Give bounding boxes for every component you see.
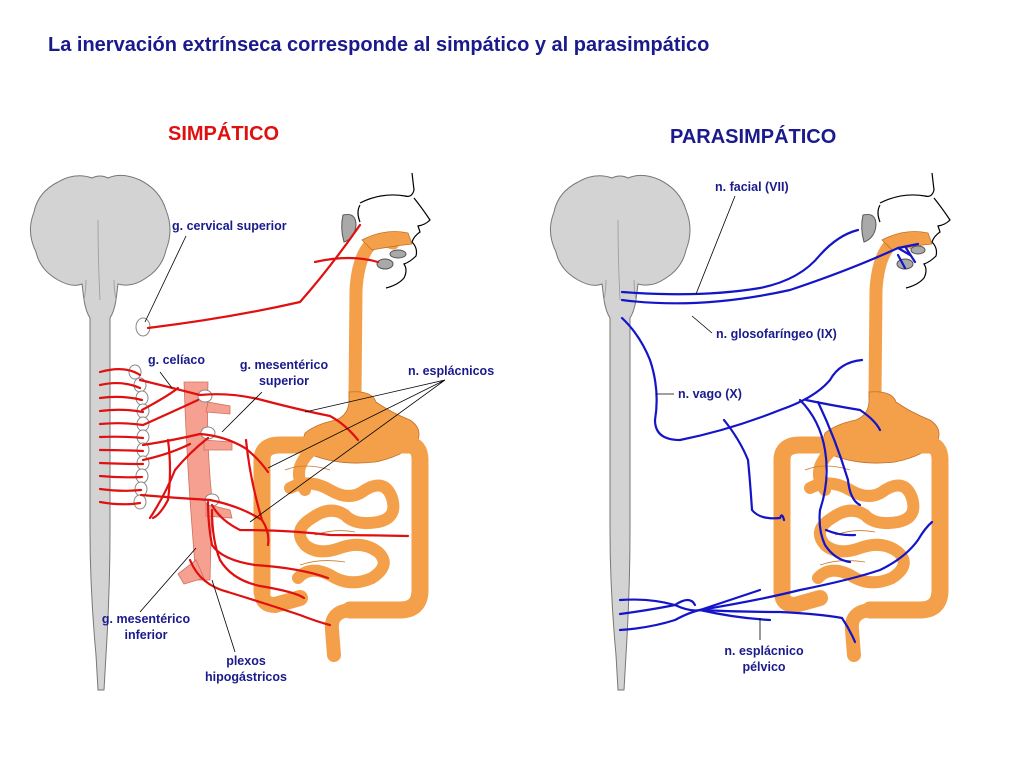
digestive-tract <box>782 232 940 655</box>
label-vago: n. vago (X) <box>678 387 742 401</box>
parasympathetic-heading: PARASIMPÁTICO <box>670 126 837 148</box>
aortic-branches <box>203 401 233 519</box>
label-esplacnico-pelvico-line1: n. esplácnico <box>724 644 804 658</box>
label-esplacnicos: n. esplácnicos <box>408 364 495 378</box>
parasympathetic-leaders <box>656 195 761 640</box>
parasympathetic-fibers <box>618 228 934 644</box>
parotid-gland <box>341 214 357 243</box>
face-outline <box>357 172 431 289</box>
label-esplacnico-pelvico: n. esplácnico pélvico <box>714 643 814 675</box>
label-mesenterico-inferior: g. mesentérico inferior <box>92 611 200 643</box>
sublingual-gland <box>389 249 407 259</box>
label-celiaco: g. celíaco <box>148 353 205 367</box>
label-esplacnico-pelvico-line2: pélvico <box>742 660 786 674</box>
face-outline <box>877 172 951 289</box>
sympathetic-panel <box>29 172 446 691</box>
page-title: La inervación extrínseca corresponde al … <box>48 34 710 56</box>
label-plexos-line1: plexos <box>226 654 266 668</box>
label-mesenterico-superior-line1: g. mesentérico <box>239 358 329 372</box>
sympathetic-fibers <box>98 223 410 627</box>
label-mesenterico-superior-line2: superior <box>258 374 309 388</box>
sympathetic-leaders <box>139 235 446 653</box>
cns-brain-spinal-cord <box>549 174 691 691</box>
label-plexos-hipogastricos: plexos hipogástricos <box>196 653 296 685</box>
sublingual-gland <box>910 245 926 255</box>
salivary-gland <box>376 258 394 270</box>
label-cervical-superior: g. cervical superior <box>172 219 287 233</box>
parotid-gland <box>861 214 877 243</box>
label-plexos-line2: hipogástricos <box>205 670 287 684</box>
label-mesenterico-inferior-line1: g. mesentérico <box>101 612 191 626</box>
label-facial: n. facial (VII) <box>715 180 789 194</box>
celiac-ganglion <box>197 389 213 403</box>
label-glosofaringeo: n. glosofaríngeo (IX) <box>716 327 837 341</box>
sympathetic-heading: SIMPÁTICO <box>168 123 280 145</box>
label-mesenterico-inferior-line2: inferior <box>124 628 168 642</box>
iliac-artery <box>177 559 205 585</box>
label-mesenterico-superior: g. mesentérico superior <box>230 357 338 389</box>
